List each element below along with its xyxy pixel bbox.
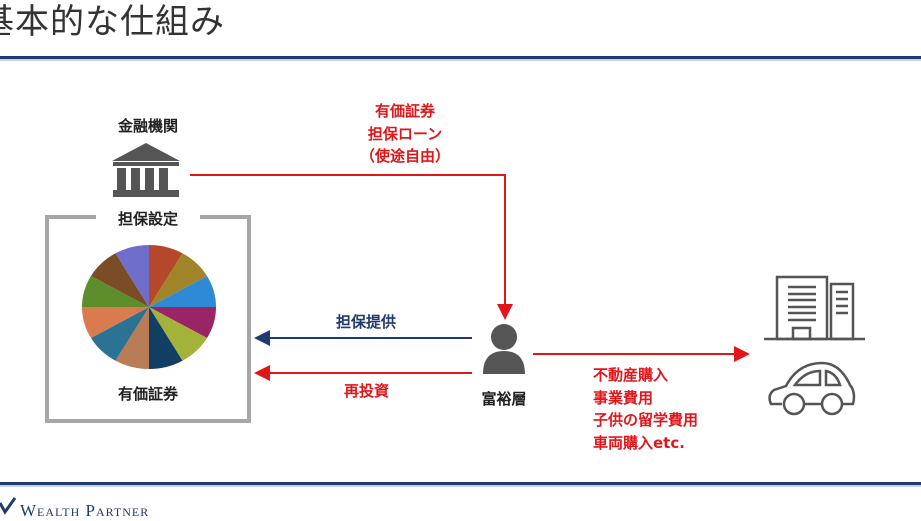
pie-slice xyxy=(149,307,208,361)
collateral-box xyxy=(45,215,251,423)
reinvestment-label: 再投資 xyxy=(344,382,390,400)
loan-label: 有価証券 担保ローン （使途自由） xyxy=(360,100,450,168)
loan-label-line: 担保ローン xyxy=(367,124,443,143)
car-icon xyxy=(768,361,856,416)
logo-check-icon xyxy=(0,497,17,515)
pie-slice xyxy=(149,253,208,307)
pie-slice xyxy=(82,276,149,307)
uses-item: 事業費用 xyxy=(593,388,654,407)
loan-arrow xyxy=(190,174,513,320)
loan-label-line: 有価証券 xyxy=(374,102,436,120)
uses-item: 不動産購入 xyxy=(593,366,669,384)
pie-slice xyxy=(82,307,149,338)
pie-slice xyxy=(115,307,149,369)
pie-slice xyxy=(90,307,149,361)
securities-label: 有価証券 xyxy=(117,385,179,403)
wealthy-label: 富裕層 xyxy=(481,390,527,408)
collateral-provision-label: 担保提供 xyxy=(336,313,397,331)
footer-divider xyxy=(0,482,921,485)
person-icon xyxy=(483,324,525,374)
collateral-setting-label: 担保設定 xyxy=(111,208,185,229)
pie-slice xyxy=(115,245,149,307)
uses-item: 車両購入etc. xyxy=(593,433,685,452)
logo-text: Wealth Partner xyxy=(20,501,150,520)
securities-pie-icon xyxy=(82,245,216,369)
pie-slice xyxy=(149,307,216,338)
uses-list: 不動産購入 事業費用 子供の留学費用 車両購入etc. xyxy=(593,364,698,454)
pie-slice xyxy=(149,307,183,369)
page-title: 基本的な仕組み xyxy=(0,2,225,42)
pie-slice xyxy=(149,245,183,307)
pie-slice xyxy=(149,276,216,307)
uses-item: 子供の留学費用 xyxy=(593,411,699,429)
bank-icon xyxy=(112,143,180,197)
pie-slice xyxy=(90,253,149,307)
header-divider xyxy=(0,56,921,59)
building-icon xyxy=(764,275,865,341)
institution-label: 金融機関 xyxy=(117,117,179,135)
loan-label-line: （使途自由） xyxy=(359,147,451,165)
